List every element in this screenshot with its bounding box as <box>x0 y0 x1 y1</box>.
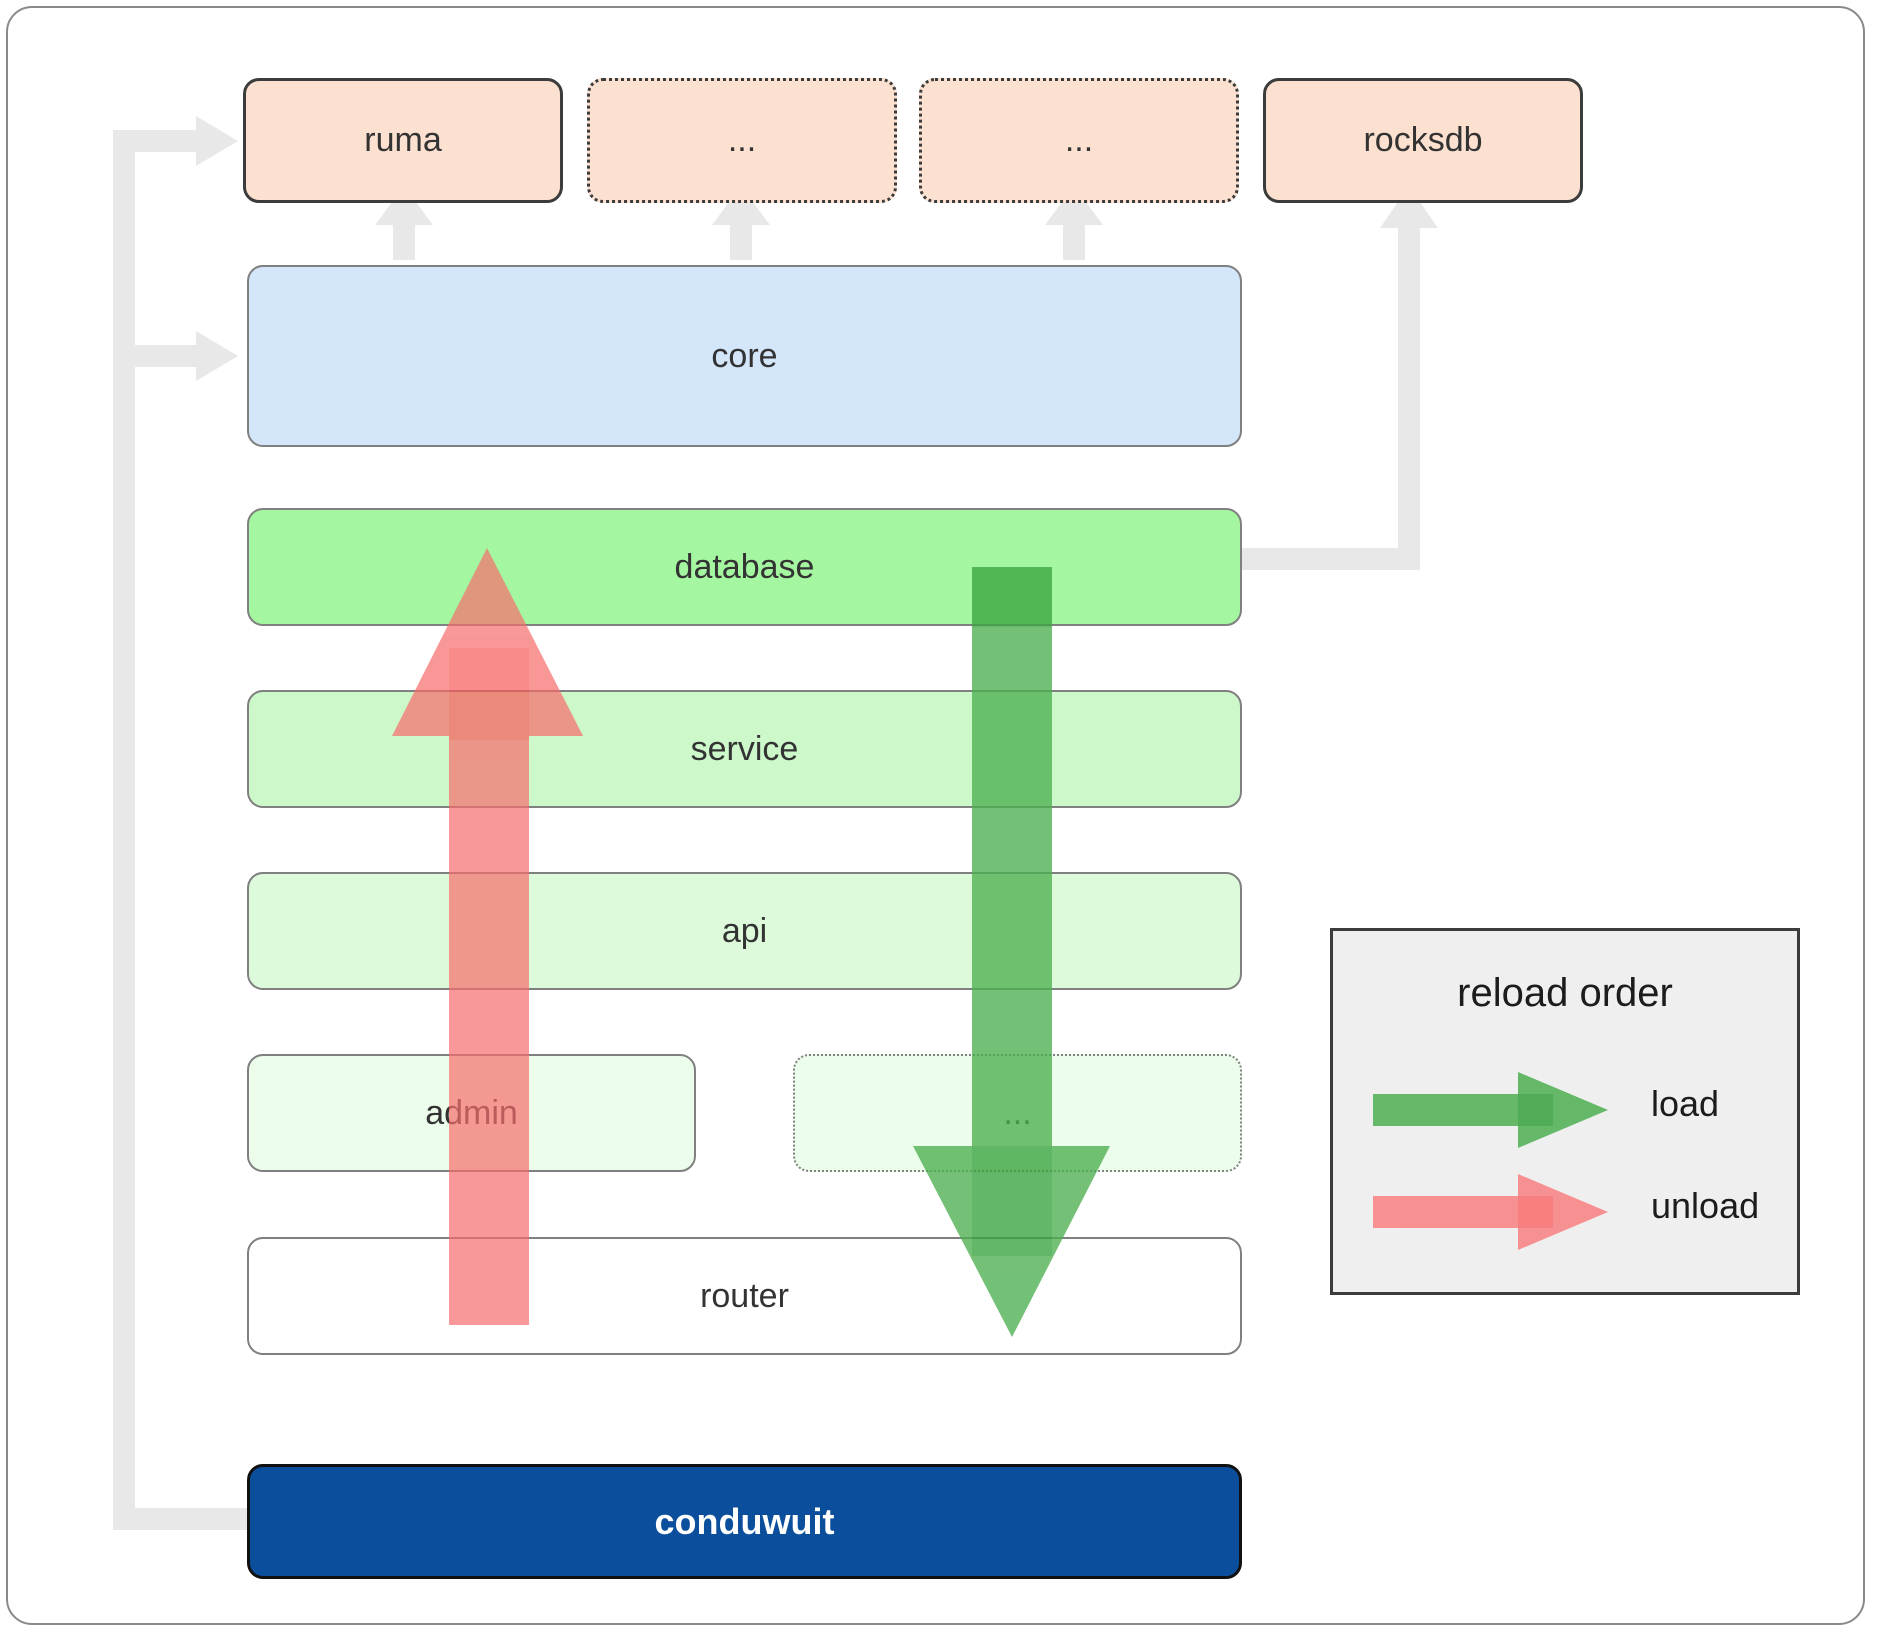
external-node-placeholder-2[interactable]: ... <box>919 78 1239 203</box>
layer-node-service[interactable]: service <box>247 690 1242 808</box>
external-node-label: ruma <box>364 121 442 159</box>
app-node-label: conduwuit <box>654 1500 835 1542</box>
layer-node-admin[interactable]: admin <box>247 1054 696 1172</box>
layer-node-label: service <box>690 729 799 768</box>
legend-load-label: load <box>1651 1083 1720 1124</box>
layer-node-label: database <box>674 547 815 586</box>
layer-node-placeholder[interactable]: ... <box>793 1054 1242 1172</box>
layer-node-core[interactable]: core <box>247 265 1242 447</box>
app-node-conduwuit[interactable]: conduwuit <box>247 1464 1242 1579</box>
layer-node-label: api <box>721 911 768 950</box>
diagram-frame <box>6 6 1865 1625</box>
external-node-label: ... <box>727 121 757 159</box>
layer-node-label: ... <box>1003 1093 1032 1132</box>
external-node-ruma[interactable]: ruma <box>243 78 563 203</box>
layer-node-database[interactable]: database <box>247 508 1242 626</box>
legend-unload-label: unload <box>1651 1185 1760 1226</box>
external-node-label: ... <box>1064 121 1094 159</box>
legend-load-arrow-icon <box>1373 1072 1608 1148</box>
layer-node-label: core <box>711 336 778 375</box>
layer-node-label: admin <box>425 1093 518 1132</box>
layer-node-api[interactable]: api <box>247 872 1242 990</box>
external-node-placeholder-1[interactable]: ... <box>587 78 897 203</box>
layer-node-label: router <box>700 1276 789 1315</box>
layer-node-router[interactable]: router <box>247 1237 1242 1355</box>
legend-panel: reload order load unload <box>1330 928 1800 1295</box>
external-node-rocksdb[interactable]: rocksdb <box>1263 78 1583 203</box>
legend-unload-arrow-icon <box>1373 1174 1608 1250</box>
legend-title: reload order <box>1457 971 1673 1015</box>
external-node-label: rocksdb <box>1363 121 1483 159</box>
